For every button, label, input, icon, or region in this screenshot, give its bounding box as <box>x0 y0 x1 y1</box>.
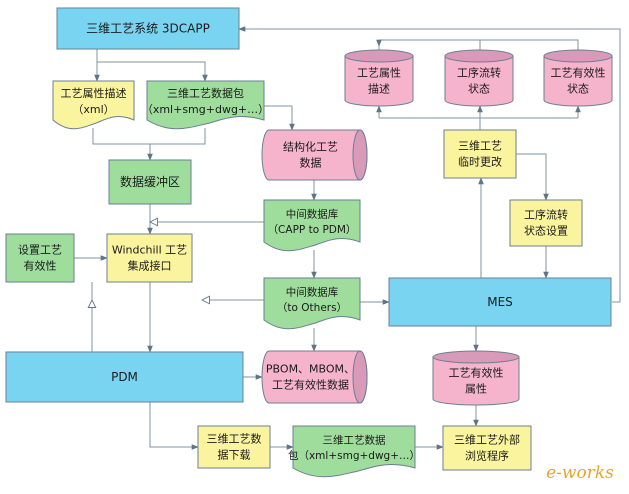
structured-label-line-2: 数据 <box>300 156 322 170</box>
edge-pdm-download <box>149 402 199 450</box>
node-attr-desc: 工艺属性描述 （xml） <box>52 80 135 130</box>
set_validity-label-line-1: 设置工艺 <box>18 244 62 257</box>
attr_desc-shape <box>52 80 135 130</box>
capp-shape <box>56 7 240 50</box>
cyl_valid-top <box>543 49 613 63</box>
watermark-logo: e-works <box>546 463 614 483</box>
structured-shape <box>261 129 368 181</box>
validity_attr-shape <box>432 356 520 406</box>
pkg_bottom-label-line-1: 三维工艺数据 <box>323 433 386 446</box>
cyl_attr-shape <box>344 55 414 107</box>
cyl_flow-label-line-1: 工序流转 <box>457 66 501 80</box>
download-shape <box>197 425 271 469</box>
capp-label-line-1: 三维工艺系统 3DCAPP <box>86 22 210 36</box>
node-data-pkg: 三维工艺数据包 （xml+smg+dwg+…） <box>142 80 269 130</box>
edge-attr-buffer <box>92 128 153 161</box>
db_capp_pdm-label-line-1: 中间数据库 <box>286 207 339 220</box>
cyl_attr-label-line-2: 描述 <box>368 82 390 96</box>
download-label-line-1: 三维工艺数 <box>207 433 262 446</box>
set_validity-shape <box>5 233 75 283</box>
edge-temp-flowset <box>516 153 549 201</box>
cyl_valid-label-line-1: 工艺有效性 <box>551 66 606 80</box>
db_others-shape <box>263 277 361 330</box>
bom-label-line-1: PBOM、MBOM、 <box>266 363 355 376</box>
data_buffer-label-line-1: 数据缓冲区 <box>120 174 180 189</box>
db_others-label-line-2: （to Others） <box>277 302 347 314</box>
temp_change-shape <box>443 129 517 179</box>
windchill-shape <box>106 233 193 283</box>
edge-cyl-bus-a <box>378 39 579 50</box>
bom-label-line-2: 工艺有效性数据 <box>272 378 349 392</box>
bom-shape <box>261 350 368 404</box>
cyl_flow-shape <box>444 55 514 107</box>
cyl_valid-label-line-2: 状态 <box>567 82 589 96</box>
db_others-label-line-1: 中间数据库 <box>286 285 339 298</box>
validity_attr-top <box>432 350 520 364</box>
download-label-line-2: 据下载 <box>218 448 251 462</box>
viewer-shape <box>442 425 532 471</box>
node-db-capp-pdm: 中间数据库 （CAPP to PDM） <box>263 199 361 252</box>
cyl_attr-label-line-1: 工艺属性 <box>357 66 401 80</box>
node-capp: 三维工艺系统 3DCAPP <box>56 7 240 50</box>
edge-mes-capp <box>238 26 621 303</box>
structured-label-line-1: 结构化工艺 <box>283 140 338 154</box>
validity_attr-label-line-1: 工艺有效性 <box>449 366 504 380</box>
cyl_flow-label-line-2: 状态 <box>468 82 490 96</box>
bom-end <box>352 350 368 404</box>
mes-label-line-1: MES <box>487 295 513 309</box>
temp_change-label-line-1: 三维工艺 <box>458 140 502 153</box>
diagram-nodes: 三维工艺系统 3DCAPP工艺属性描述（xml）三维工艺数据包（xml+smg+… <box>5 7 613 478</box>
data_buffer-shape <box>108 159 192 205</box>
node-bom: PBOM、MBOM、工艺有效性数据 <box>261 350 368 404</box>
viewer-label-line-2: 浏览程序 <box>465 449 509 463</box>
attr_desc-label-line-1: 工艺属性描述 <box>61 86 127 100</box>
edge-pkg-buffer <box>150 128 206 145</box>
node-cyl-attr: 工艺属性描述 <box>344 49 414 107</box>
pkg_bottom-label-line-2: 包（xml+smg+dwg+…） <box>288 449 420 462</box>
viewer-label-line-1: 三维工艺外部 <box>454 433 520 447</box>
cyl_attr-top <box>344 49 414 63</box>
node-pkg-bottom: 三维工艺数据包（xml+smg+dwg+…） <box>288 425 420 478</box>
flow_set-label-line-2: 状态设置 <box>524 224 568 238</box>
edge-capp-split <box>96 49 208 82</box>
edge-pkg-structured <box>264 105 295 131</box>
pdm-label-line-1: PDM <box>111 370 138 384</box>
node-data-buffer: 数据缓冲区 <box>108 159 192 205</box>
attr_desc-label-line-2: （xml） <box>72 103 114 116</box>
flow_set-label-line-1: 工序流转 <box>524 208 568 222</box>
windchill-label-line-2: 集成接口 <box>128 259 172 273</box>
set_validity-label-line-2: 有效性 <box>24 259 57 273</box>
temp_change-label-line-2: 临时更改 <box>458 155 502 169</box>
pdm-shape <box>5 351 244 403</box>
data_pkg-label-line-2: （xml+smg+dwg+…） <box>142 103 269 116</box>
node-pdm: PDM <box>5 351 244 403</box>
flow_set-shape <box>509 199 583 247</box>
node-db-others: 中间数据库 （to Others） <box>263 277 361 330</box>
cyl_valid-shape <box>543 55 613 107</box>
data_pkg-label-line-1: 三维工艺数据包 <box>167 86 244 100</box>
db_capp_pdm-shape <box>263 199 361 252</box>
cyl_flow-top <box>444 49 514 63</box>
node-mes: MES <box>388 277 612 327</box>
data_pkg-shape <box>146 80 265 130</box>
db_capp_pdm-label-line-2: （CAPP to PDM） <box>268 224 357 236</box>
connector-lines <box>74 26 621 450</box>
windchill-label-line-1: Windchill 工艺 <box>112 244 187 257</box>
validity_attr-label-line-2: 属性 <box>465 382 487 396</box>
structured-end <box>352 129 368 181</box>
mes-shape <box>388 277 612 327</box>
pkg_bottom-shape <box>292 425 416 478</box>
